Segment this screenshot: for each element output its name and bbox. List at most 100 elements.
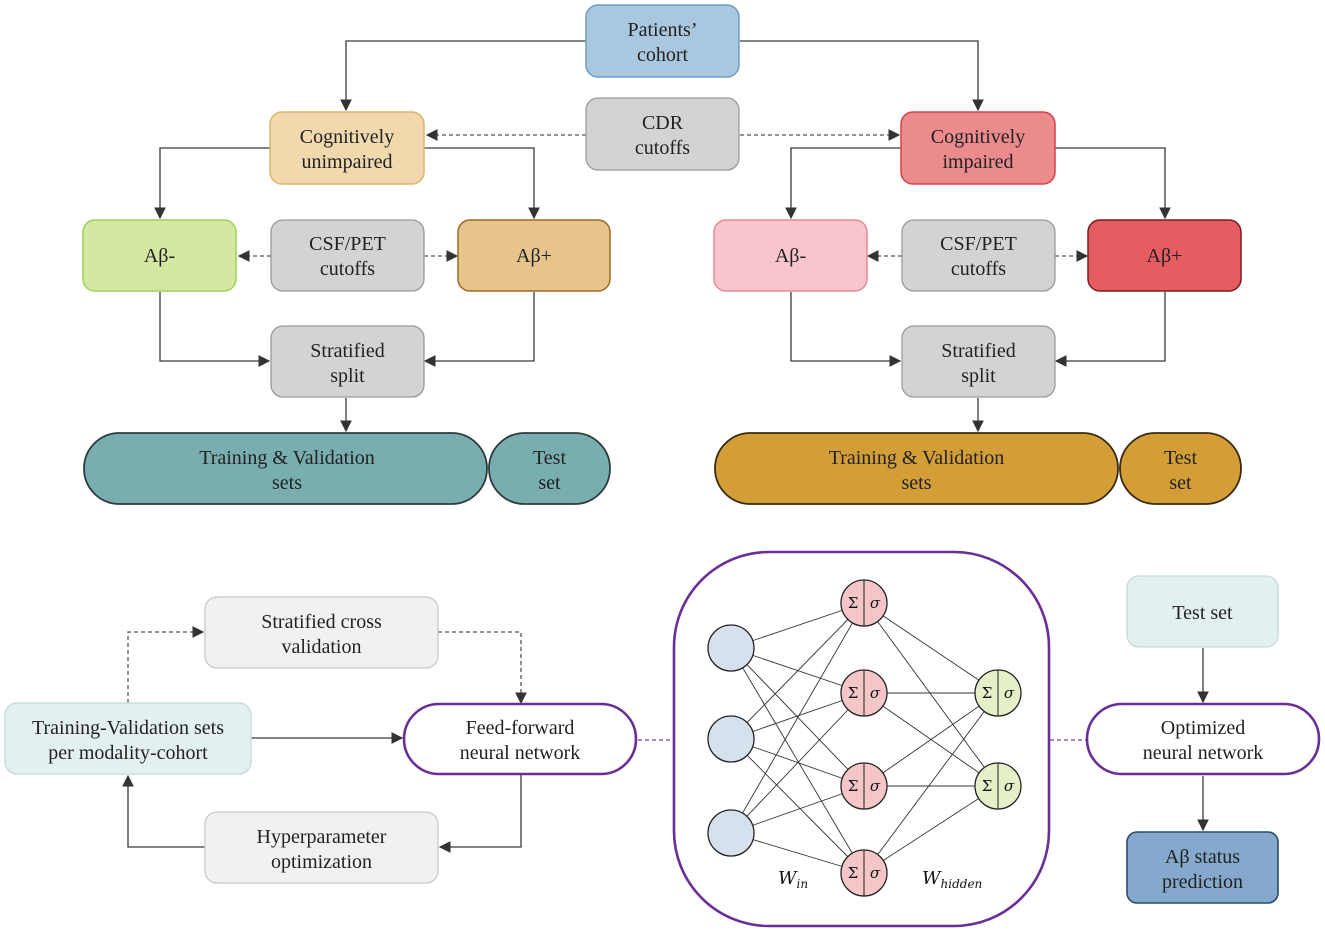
- arrow-cu-to-abneg: [154, 147, 270, 220]
- arrow-ffnn-to-hyperopt: [438, 774, 522, 853]
- trainval-right-line-1: Training & Validation: [829, 447, 1005, 469]
- test-right-line-1: Test: [1164, 447, 1197, 469]
- test-left-line-1: Test: [533, 447, 566, 469]
- network-edge-l1-3-0: [863, 692, 999, 874]
- node-test-set: Test set: [1126, 575, 1279, 648]
- node-stratified-split-right: Stratified split: [901, 325, 1056, 398]
- node-abneg-right: Aβ-: [713, 219, 868, 292]
- arrow-ci-to-abpos: [1055, 147, 1171, 220]
- optnn-line-2: neural network: [1143, 742, 1264, 764]
- prediction-line-2: prediction: [1162, 871, 1243, 893]
- node-stratified-split-left: Stratified split: [270, 325, 425, 398]
- trainval-left-line-2: sets: [272, 472, 302, 494]
- activation-symbol: σ: [870, 684, 881, 702]
- activation-symbol: σ: [870, 594, 881, 612]
- sum-symbol: Σ: [982, 777, 993, 795]
- tv-sets-line-1: Training-Validation sets: [32, 717, 224, 739]
- node-abneg-left: Aβ-: [82, 219, 237, 292]
- arrow-cu-to-abpos: [424, 147, 540, 220]
- hyperopt-line-1: Hyperparameter: [257, 826, 387, 848]
- cu-line-2: unimpaired: [301, 151, 392, 173]
- node-test-set-left: Test set: [488, 432, 611, 505]
- network-edge-l0-0-2: [730, 647, 865, 787]
- csf-left-line-2: cutoffs: [320, 258, 375, 280]
- node-test-set-right: Test set: [1119, 432, 1242, 505]
- csf-right-line-2: cutoffs: [951, 258, 1006, 280]
- prediction-line-1: Aβ status: [1165, 846, 1240, 868]
- input-neuron-3: [707, 809, 755, 857]
- abpos-right-label: Aβ+: [1147, 245, 1183, 267]
- node-abpos-right: Aβ+: [1087, 219, 1242, 292]
- arrow-abpos-left-to-split: [423, 292, 535, 367]
- activation-symbol: σ: [870, 777, 881, 795]
- node-training-validation-left: Training & Validation sets: [83, 432, 488, 505]
- network-edge-l1-0-1: [863, 602, 999, 787]
- split-left-line-2: split: [330, 365, 365, 387]
- split-right-line-1: Stratified: [941, 340, 1015, 362]
- bottom-connectors: [122, 626, 1209, 853]
- cv-line-2: validation: [282, 636, 362, 658]
- sum-symbol: Σ: [982, 684, 993, 702]
- cu-line-1: Cognitively: [300, 126, 394, 148]
- arrow-abpos-right-to-split: [1054, 292, 1166, 367]
- split-left-line-1: Stratified: [310, 340, 384, 362]
- network-edge-l0-0-3: [730, 647, 865, 874]
- patients-line-2: cohort: [637, 44, 689, 66]
- sum-symbol: Σ: [848, 594, 859, 612]
- ffnn-line-1: Feed-forward: [466, 717, 575, 739]
- node-cdr-cutoffs: CDR cutoffs: [585, 97, 740, 171]
- node-training-validation-right: Training & Validation sets: [714, 432, 1119, 505]
- sum-symbol: Σ: [848, 684, 859, 702]
- arrow-abneg-right-to-split: [790, 292, 902, 367]
- test-left-line-2: set: [538, 472, 561, 494]
- cdr-line-1: CDR: [642, 112, 684, 134]
- arrow-ci-to-abneg: [785, 147, 901, 220]
- w-in-label: Win: [778, 868, 808, 891]
- patients-line-1: Patients’: [628, 19, 698, 41]
- tv-sets-line-2: per modality-cohort: [48, 742, 208, 764]
- dashed-tv-to-cv: [127, 626, 205, 703]
- split-right-line-2: split: [961, 365, 996, 387]
- arrow-hyperopt-to-tv: [122, 774, 205, 848]
- node-cognitively-unimpaired: Cognitively unimpaired: [269, 111, 425, 185]
- csf-left-line-1: CSF/PET: [309, 233, 386, 255]
- arrow-abneg-left-to-split: [159, 292, 271, 367]
- trainval-left-line-1: Training & Validation: [199, 447, 375, 469]
- ci-line-1: Cognitively: [931, 126, 1025, 148]
- abneg-right-label: Aβ-: [775, 245, 806, 267]
- cdr-line-2: cutoffs: [635, 137, 690, 159]
- w-hidden-label: Whidden: [922, 868, 982, 891]
- ffnn-line-2: neural network: [460, 742, 581, 764]
- hyperopt-line-2: optimization: [271, 851, 372, 873]
- testset-label: Test set: [1172, 602, 1233, 624]
- network-edge-l0-2-1: [730, 692, 865, 834]
- sum-symbol: Σ: [848, 777, 859, 795]
- cv-line-1: Stratified cross: [261, 611, 382, 633]
- input-neuron-1: [707, 624, 755, 672]
- network-edge-l1-2-0: [863, 692, 999, 787]
- node-optimized-nn: Optimized neural network: [1085, 702, 1321, 776]
- network-edge-l0-2-0: [730, 602, 865, 834]
- activation-symbol: σ: [870, 864, 881, 882]
- input-neuron-2: [707, 715, 755, 763]
- node-patients-cohort: Patients’ cohort: [585, 4, 740, 78]
- node-stratified-cross-validation: Stratified cross validation: [204, 596, 439, 669]
- activation-symbol: σ: [1004, 777, 1015, 795]
- network-edge-l0-1-3: [730, 738, 865, 874]
- top-connectors: [154, 40, 1171, 433]
- arrow-patients-to-ci: [740, 40, 984, 112]
- csf-right-line-1: CSF/PET: [940, 233, 1017, 255]
- dashed-cv-to-ffnn: [438, 631, 527, 705]
- network-edge-l1-0-0: [863, 602, 999, 694]
- node-abpos-left: Aβ+: [457, 219, 611, 292]
- network-edge-l0-1-0: [730, 602, 865, 740]
- node-feed-forward-nn: Feed-forward neural network: [402, 702, 638, 776]
